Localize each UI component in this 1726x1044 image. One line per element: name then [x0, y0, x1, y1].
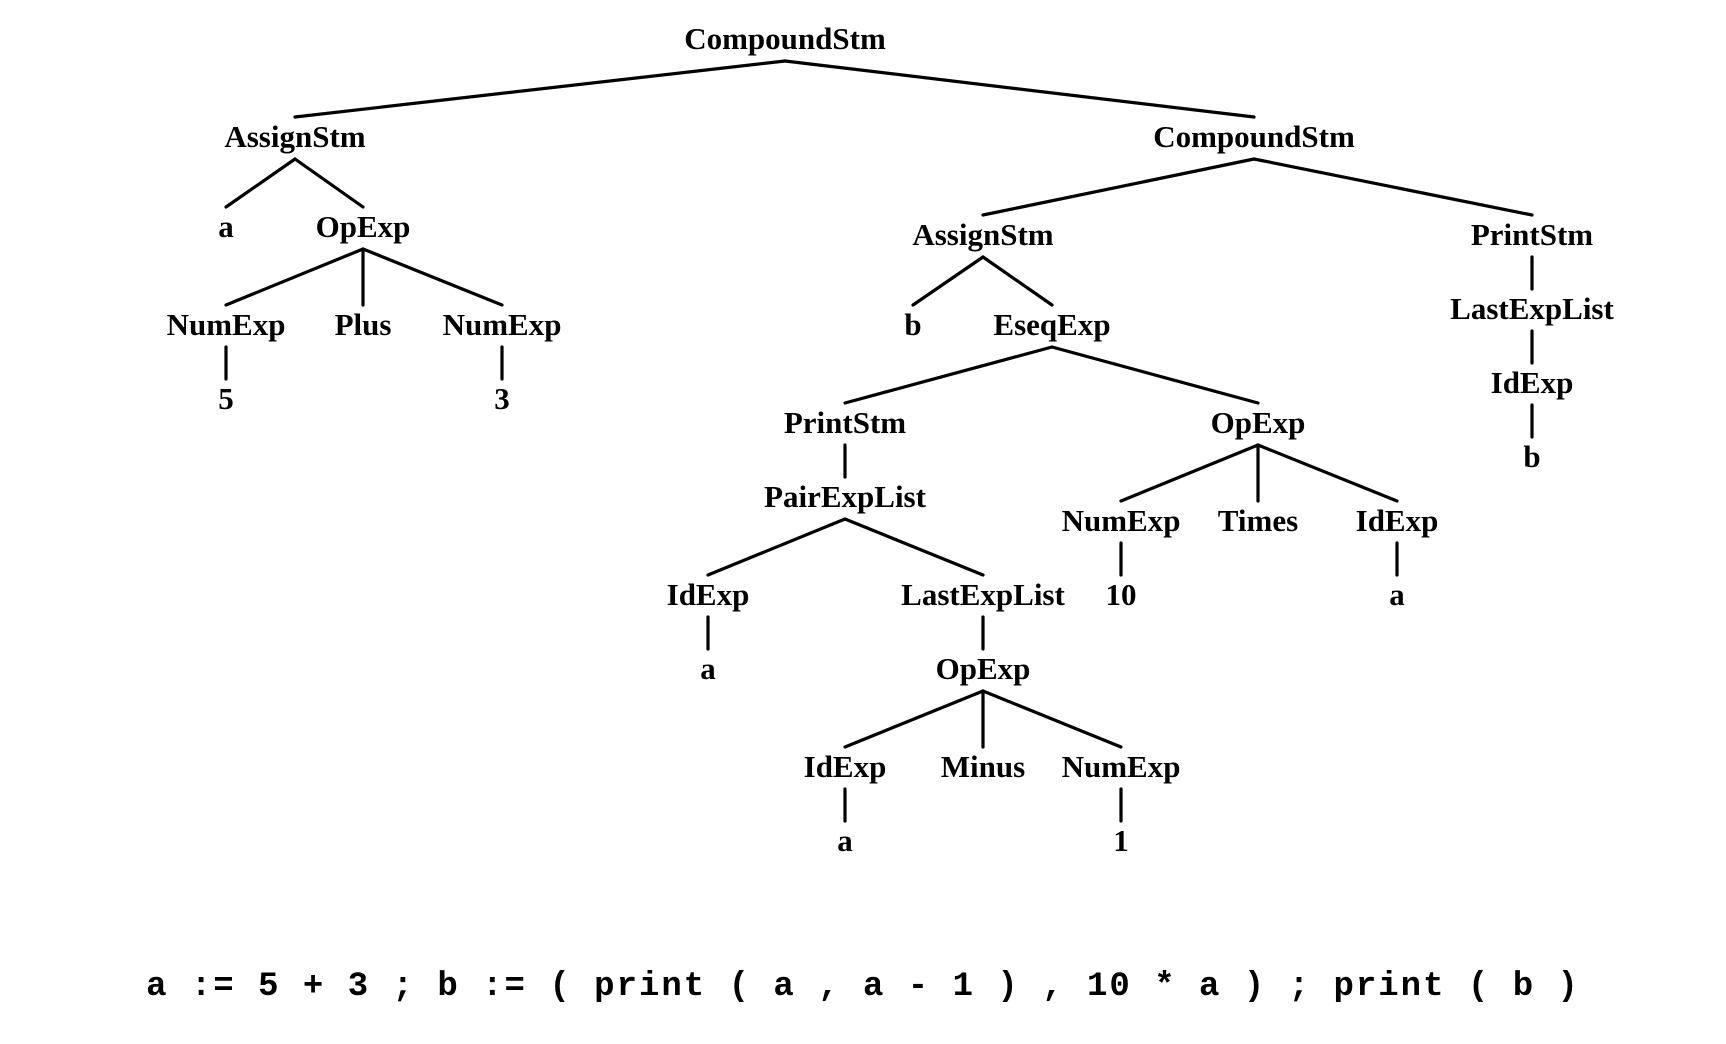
node-num-exp: NumExp — [1062, 749, 1181, 784]
node-times: Times — [1218, 503, 1298, 538]
node-compound-stm: CompoundStm — [1153, 119, 1355, 154]
node-op-exp: OpExp — [936, 651, 1031, 686]
tree-edge — [293, 157, 365, 209]
source-program: a := 5 + 3 ; b := ( print ( a , a - 1 ) … — [146, 968, 1580, 1006]
node-print-stm: PrintStm — [784, 405, 906, 440]
node-num-exp: NumExp — [167, 307, 286, 342]
tree-edge — [706, 517, 847, 577]
tree-edge — [361, 247, 504, 307]
tree-edge — [1119, 443, 1260, 503]
tree-edge — [293, 59, 787, 119]
node-print-stm: PrintStm — [1471, 217, 1593, 252]
node-eseq-exp: EseqExp — [993, 307, 1110, 342]
node-last-exp-list: LastExpList — [1450, 291, 1614, 326]
tree-edge — [981, 255, 1054, 307]
node-last-exp-list: LastExpList — [901, 577, 1065, 612]
node-plus: Plus — [335, 307, 392, 342]
node-10: 10 — [1106, 577, 1137, 612]
node-assign-stm: AssignStm — [912, 217, 1053, 252]
node-op-exp: OpExp — [1211, 405, 1306, 440]
tree-edge — [911, 255, 985, 307]
node-a: a — [218, 209, 234, 244]
node-assign-stm: AssignStm — [224, 119, 365, 154]
node-id-exp: IdExp — [804, 749, 887, 784]
node-id-exp: IdExp — [1356, 503, 1439, 538]
node-num-exp: NumExp — [443, 307, 562, 342]
tree-edge — [1256, 443, 1399, 503]
tree-edge — [224, 157, 297, 209]
node-5: 5 — [218, 381, 234, 416]
tree-edge — [843, 345, 1054, 405]
tree-edge — [783, 59, 1256, 119]
node-a: a — [837, 823, 853, 858]
node-compound-stm: CompoundStm — [684, 21, 886, 56]
node-num-exp: NumExp — [1062, 503, 1181, 538]
tree-edges — [224, 59, 1534, 823]
tree-edge — [981, 157, 1256, 217]
tree-edge — [224, 247, 365, 307]
node-b: b — [1523, 439, 1540, 474]
tree-edge — [981, 689, 1123, 749]
node-id-exp: IdExp — [1491, 365, 1574, 400]
node-a: a — [1389, 577, 1405, 612]
tree-edge — [843, 517, 985, 577]
node-b: b — [904, 307, 921, 342]
tree-edge — [1050, 345, 1260, 405]
node-id-exp: IdExp — [667, 577, 750, 612]
node-minus: Minus — [941, 749, 1025, 784]
node-a: a — [700, 651, 716, 686]
node-op-exp: OpExp — [316, 209, 411, 244]
tree-edge — [843, 689, 985, 749]
tree-edge — [1252, 157, 1534, 217]
node-pair-exp-list: PairExpList — [764, 479, 927, 514]
node-3: 3 — [494, 381, 510, 416]
node-1: 1 — [1113, 823, 1129, 858]
